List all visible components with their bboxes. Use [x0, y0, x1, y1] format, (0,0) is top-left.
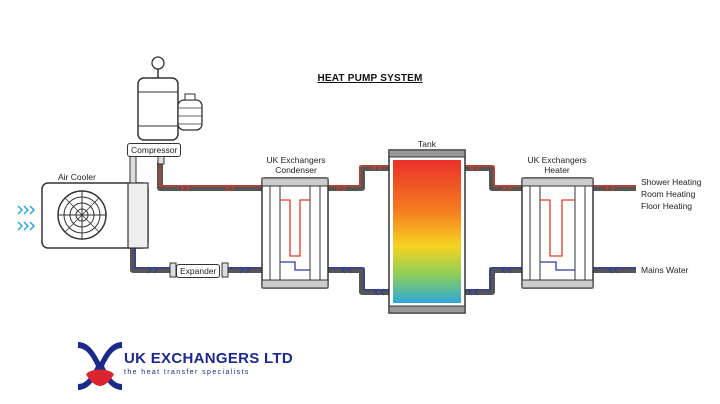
- hot-flow-marks: [159, 165, 636, 187]
- cold-chevrons: [147, 266, 619, 296]
- condenser-label-line1: UK Exchangers: [266, 155, 326, 165]
- storage-tank: [388, 149, 466, 314]
- compressor-unit: [129, 56, 203, 184]
- heater-label-line1: UK Exchangers: [527, 155, 587, 165]
- cold-flow-marks: [134, 248, 636, 291]
- air-cooler-unit: [41, 182, 149, 249]
- company-name: UK EXCHANGERS LTD: [124, 350, 293, 367]
- tank-label: Tank: [418, 139, 436, 149]
- expander-label: Expander: [176, 264, 221, 278]
- heater-unit: [521, 177, 594, 289]
- condenser-label-line2: Condenser: [275, 165, 317, 175]
- fan-icon: [57, 190, 107, 240]
- company-tagline: the heat transfer specialists: [124, 369, 250, 376]
- uk-exchangers-logo-mark: [78, 342, 122, 390]
- condenser-unit: [261, 177, 329, 289]
- output-shower-heating: Shower Heating: [641, 177, 702, 187]
- hot-chevrons: [179, 164, 615, 192]
- mains-water-label: Mains Water: [641, 265, 689, 275]
- output-floor-heating: Floor Heating: [641, 201, 693, 211]
- heater-label-line2: Heater: [544, 165, 570, 175]
- output-room-heating: Room Heating: [641, 189, 696, 199]
- compressor-label: Compressor: [127, 143, 182, 157]
- diagram-title: HEAT PUMP SYSTEM: [317, 73, 423, 84]
- air-inlet-arrows: [17, 205, 36, 231]
- air-cooler-label: Air Cooler: [58, 172, 96, 182]
